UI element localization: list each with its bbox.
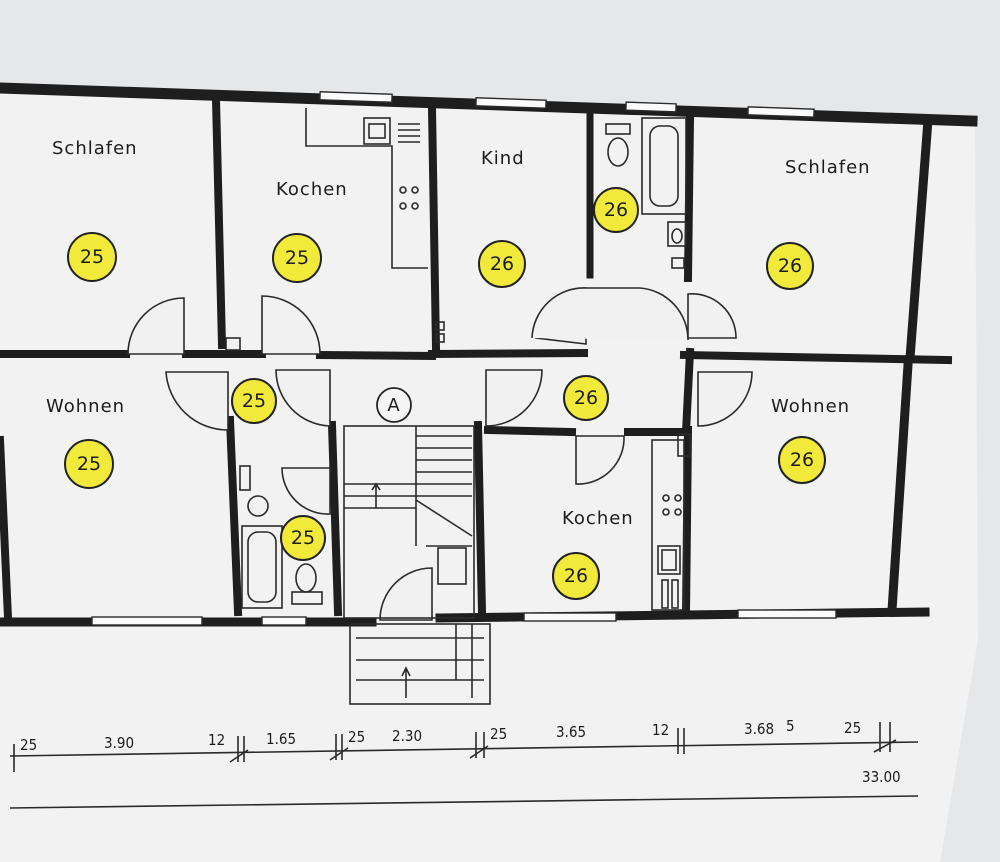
- dim-label: 3.65: [556, 723, 586, 741]
- room-label-schlafen-right: Schlafen: [785, 157, 871, 178]
- badge-flur-right: 26: [563, 375, 609, 421]
- badge-wohnen-left: 25: [64, 439, 114, 489]
- badge-label: 25: [242, 390, 266, 412]
- badge-bath-bottom: 25: [280, 515, 326, 561]
- dim-label: 12: [208, 731, 225, 749]
- room-label-kochen-top: Kochen: [276, 179, 348, 200]
- dim-label: 3.90: [104, 734, 134, 752]
- dimension-labels: 25 3.90 12 1.65 25 2.30 25 3.65 12 3.68 …: [20, 717, 901, 786]
- room-label-kind: Kind: [481, 148, 525, 169]
- badge-label: 26: [604, 199, 628, 221]
- dim-total-label: 33.00: [862, 768, 901, 786]
- room-label-wohnen-left: Wohnen: [46, 396, 125, 417]
- badge-label: 26: [490, 253, 514, 275]
- fixtures: [225, 108, 691, 611]
- badge-schlafen-left: 25: [67, 232, 117, 282]
- dim-label: 25: [844, 719, 861, 737]
- interior-walls: [0, 95, 953, 617]
- badge-kochen-bottom: 26: [552, 552, 600, 600]
- dim-label: 25: [348, 728, 365, 746]
- stair-marker-label: A: [387, 395, 400, 416]
- door-swings: [127, 287, 753, 621]
- room-label-wohnen-right: Wohnen: [771, 396, 850, 417]
- badge-schlafen-right: 26: [766, 242, 814, 290]
- dim-label: 2.30: [392, 727, 422, 745]
- badge-kochen-top: 25: [272, 233, 322, 283]
- plan-sheet: [0, 86, 978, 862]
- dim-label: 1.65: [266, 730, 296, 748]
- room-labels: Schlafen Kochen Kind Schlafen Wohnen Woh…: [46, 138, 871, 529]
- badge-label: 25: [285, 247, 309, 269]
- badge-label: 25: [291, 527, 315, 549]
- room-label-schlafen-left: Schlafen: [52, 138, 138, 159]
- badges: 25 25 26 26 26 25 26 25 25 26 26: [64, 187, 826, 600]
- dimension-line: [9, 722, 919, 809]
- dim-label: 25: [20, 736, 37, 754]
- badge-kind: 26: [478, 240, 526, 288]
- dim-label: 5: [786, 717, 795, 735]
- dim-label: 12: [652, 721, 669, 739]
- badge-wohnen-right: 26: [778, 436, 826, 484]
- badge-label: 26: [564, 565, 588, 587]
- badge-label: 26: [574, 387, 598, 409]
- staircase: [343, 387, 491, 705]
- badge-label: 25: [80, 246, 104, 268]
- badge-label: 26: [778, 255, 802, 277]
- badge-label: 25: [77, 453, 101, 475]
- stair-marker-circle: [376, 387, 412, 423]
- dim-label: 3.68: [744, 720, 774, 738]
- badge-label: 26: [790, 449, 814, 471]
- room-label-kochen-bottom: Kochen: [562, 508, 634, 529]
- windows: [91, 91, 837, 626]
- badge-flur-left: 25: [231, 378, 277, 424]
- dim-label: 25: [490, 725, 507, 743]
- badge-bath-top: 26: [593, 187, 639, 233]
